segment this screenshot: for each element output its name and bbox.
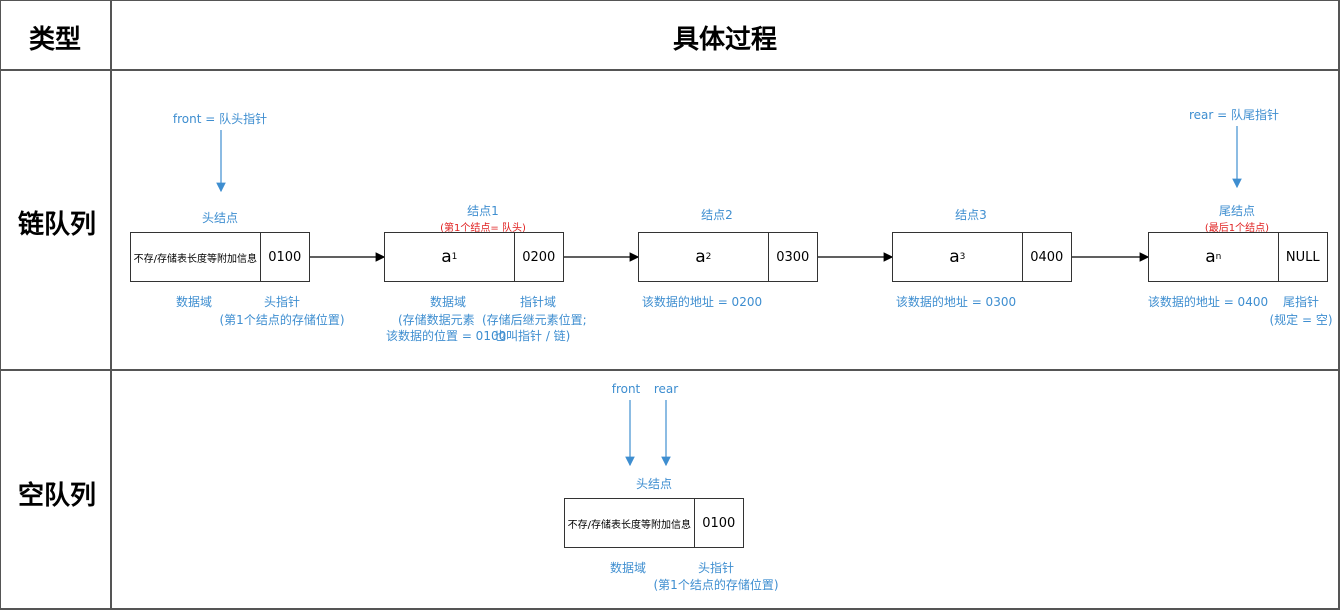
node2-title: 结点2 [701, 208, 733, 222]
head-node-pointer-caption: 头指针 [263, 295, 300, 309]
node1-subtitle: (第1个结点= 队头) [440, 223, 526, 234]
tail-node-pointer-caption: 尾指针 [1282, 295, 1319, 309]
empty-head-node-pointer-caption: 头指针 [697, 561, 734, 575]
node2-pointer-field: 0300 [767, 233, 817, 281]
node1-title: 结点1 [467, 204, 499, 218]
empty-front-label: front [611, 382, 641, 396]
head-node-data-field: 不存/存储表长度等附加信息 [133, 253, 257, 265]
head-node-data-caption: 数据域 [175, 295, 212, 309]
empty-rear-label: rear [653, 382, 679, 396]
empty-head-node-title: 头结点 [635, 477, 672, 491]
node3-data-value: a [949, 247, 960, 267]
empty-head-node: 不存/存储表长度等附加信息 0100 [564, 498, 744, 548]
node1-pointer-note: (存储后继元素位置; [482, 313, 587, 327]
table-border-header [0, 69, 1340, 71]
node1-position-note: 该数据的位置 = 0100 [386, 329, 507, 343]
rear-pointer-label: rear = 队尾指针 [1188, 108, 1280, 122]
header-process: 具体过程 [672, 25, 777, 55]
node3-data-subscript: 3 [959, 252, 966, 262]
node2-data-subscript: 2 [705, 252, 712, 262]
node3-title: 结点3 [955, 208, 987, 222]
head-node-pointer-field: 0100 [259, 233, 309, 281]
node1-data-note: (存储数据元素 [398, 313, 475, 327]
head-node-title: 头结点 [201, 211, 238, 225]
table-border-left [0, 0, 1, 610]
row-label-empty-queue: 空队列 [17, 481, 96, 511]
empty-head-node-pointer-note: (第1个结点的存储位置) [653, 578, 779, 592]
tail-node-data-value: a [1205, 247, 1216, 267]
node1-pointer-field: 0200 [513, 233, 563, 281]
header-type: 类型 [28, 25, 81, 55]
table-border-row [0, 369, 1340, 371]
empty-head-node-pointer-field: 0100 [693, 499, 743, 547]
table-border-right [1338, 0, 1340, 610]
node2-address: 该数据的地址 = 0200 [641, 295, 763, 309]
row-label-linked-queue: 链队列 [17, 210, 96, 240]
node1-data-subscript: 1 [451, 252, 458, 262]
front-pointer-label: front = 队头指针 [172, 112, 268, 126]
node1-pointer-note-2: 也叫指针 / 链) [494, 329, 571, 343]
table-border-bottom [0, 608, 1340, 610]
empty-head-node-data-caption: 数据域 [609, 561, 646, 575]
head-node: 不存/存储表长度等附加信息 0100 [130, 232, 310, 282]
tail-node-data-subscript: n [1215, 252, 1222, 262]
node2-data-value: a [695, 247, 706, 267]
table-column-divider [110, 0, 112, 610]
table-border-top [0, 0, 1340, 1]
node1-data-value: a [441, 247, 452, 267]
tail-node-pointer-field: NULL [1277, 233, 1327, 281]
tail-node-pointer-note: (规定 = 空) [1269, 313, 1333, 327]
node1-pointer-caption: 指针域 [519, 295, 556, 309]
empty-head-node-data-field: 不存/存储表长度等附加信息 [567, 519, 691, 531]
head-node-pointer-note: (第1个结点的存储位置) [219, 313, 345, 327]
tail-node-address: 该数据的地址 = 0400 [1147, 295, 1269, 309]
node1-data-caption: 数据域 [429, 295, 466, 309]
node3-address: 该数据的地址 = 0300 [895, 295, 1017, 309]
node3-pointer-field: 0400 [1021, 233, 1071, 281]
tail-node-subtitle: (最后1个结点) [1204, 223, 1270, 234]
tail-node-title: 尾结点 [1218, 204, 1255, 218]
